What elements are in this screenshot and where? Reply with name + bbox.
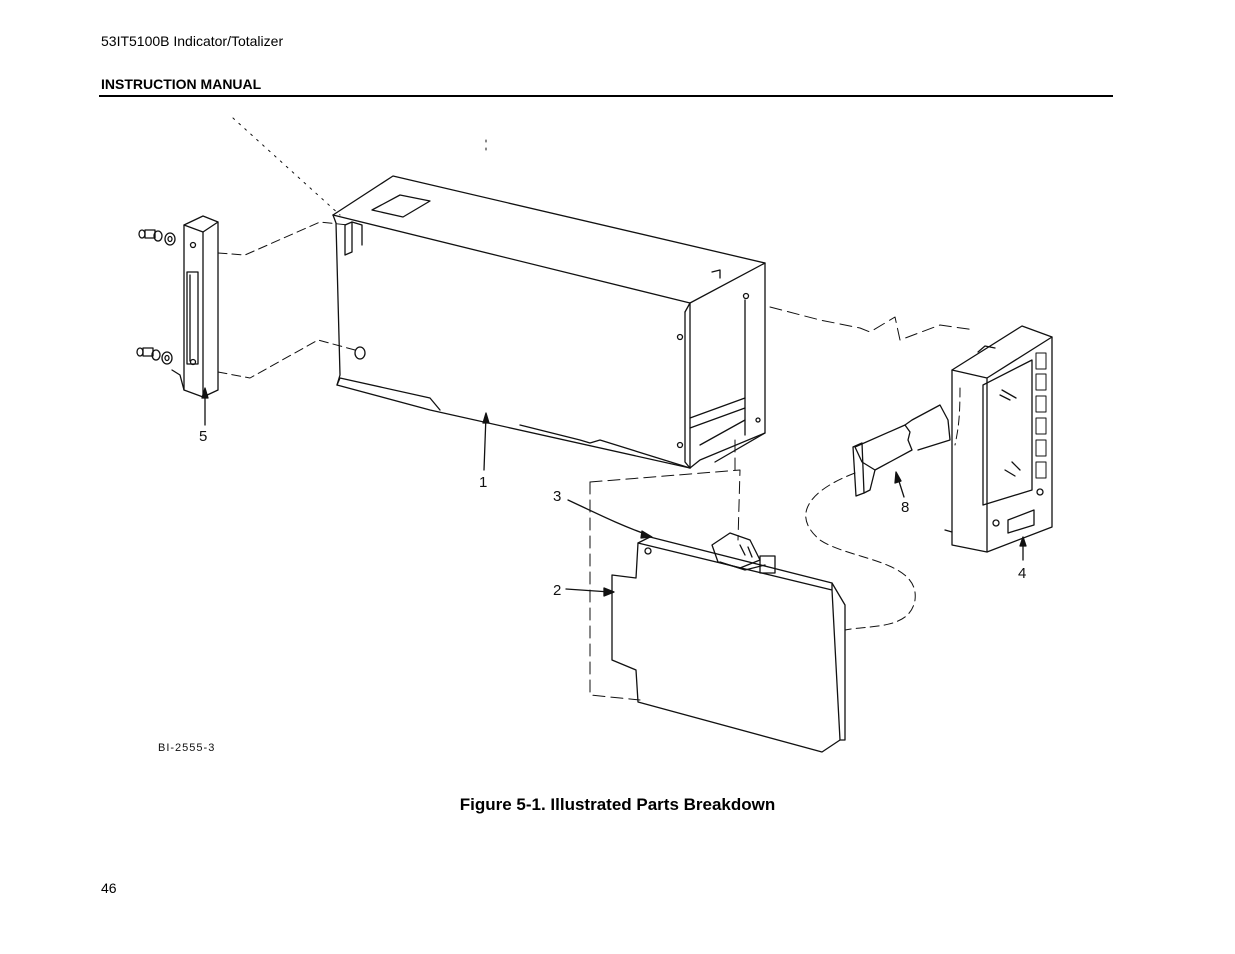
document-subtitle: INSTRUCTION MANUAL [101, 76, 262, 92]
callout-arrows [201, 387, 1027, 597]
callout-4: 4 [1018, 565, 1026, 582]
screw-hardware-top [138, 229, 176, 246]
screw-hardware-bottom [136, 347, 173, 365]
header-rule [99, 95, 1113, 97]
callout-3: 3 [553, 488, 561, 505]
document-title: 53IT5100B Indicator/Totalizer [101, 33, 284, 49]
page-number: 46 [101, 880, 117, 896]
callout-2: 2 [553, 582, 561, 599]
callout-8: 8 [901, 499, 909, 516]
main-housing [332, 175, 766, 469]
front-bezel [944, 325, 1053, 553]
drawing-id: BI-2555-3 [158, 742, 215, 754]
circuit-board [611, 532, 846, 753]
callout-5: 5 [199, 428, 207, 445]
ribbon-cable [852, 404, 951, 497]
figure-caption: Figure 5-1. Illustrated Parts Breakdown [459, 795, 776, 814]
callout-1: 1 [479, 474, 487, 491]
rear-terminal-plate [171, 215, 219, 398]
